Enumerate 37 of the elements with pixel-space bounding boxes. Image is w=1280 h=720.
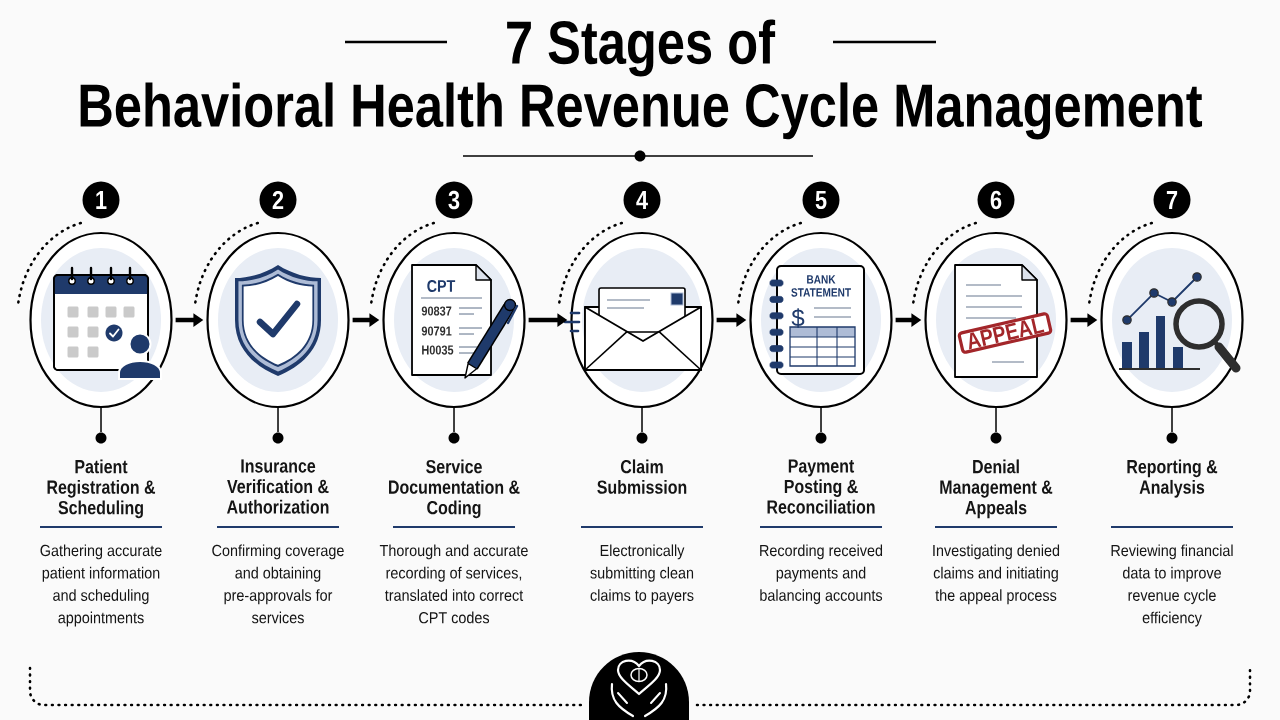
statement-label: BANK STATEMENT: [791, 275, 851, 297]
number-badge: 3: [435, 181, 473, 219]
connector-line: [277, 407, 279, 433]
connector-line: [641, 407, 643, 433]
stage-description: Confirming coverage and obtaining pre-approvals for services: [212, 544, 344, 624]
stage-heading: Claim Submission: [597, 459, 687, 494]
stage-heading: Denial Management & Appeals: [940, 459, 1053, 519]
number-badge: 5: [802, 181, 840, 219]
stage-description: Electronically submitting clean claims to payers: [590, 544, 694, 605]
connector-line: [1171, 407, 1173, 433]
code-label: 90791: [421, 326, 452, 336]
appeal-stamp: APPEAL: [957, 312, 1053, 354]
stage-description: Reviewing financial data to improve revenue cycle efficiency: [1111, 544, 1233, 627]
stage-heading: Reporting & Analysis: [1127, 459, 1218, 498]
connector-line: [100, 407, 102, 433]
connector-line: [453, 407, 455, 433]
stage-heading: Service Documentation & Coding: [389, 459, 520, 519]
stage-circle: [1100, 231, 1244, 409]
connector-line: [820, 407, 822, 433]
stage-description: Recording received payments and balancing accounts: [760, 544, 883, 605]
stage-description: Thorough and accurate recording of services, translated into correct CPT codes: [379, 544, 528, 624]
connector-line: [995, 407, 997, 433]
document-label: CPT: [427, 280, 456, 292]
stage-description: Gathering accurate patient information and scheduling appointments: [40, 544, 162, 627]
stage-description: Investigating denied claims and initiating the appeal process: [933, 544, 1060, 605]
dollar-sign: $: [791, 308, 805, 328]
stage-heading: Insurance Verification & Authorization: [227, 459, 329, 514]
number-badge: 4: [623, 181, 661, 219]
number-badge: 7: [1153, 181, 1191, 219]
code-label: H0035: [422, 345, 454, 355]
title: 7 Stages of Behavioral Health Revenue Cycle Management: [80, 19, 1203, 140]
number-badge: 1: [82, 181, 120, 219]
code-label: 90837: [421, 306, 452, 316]
stage-heading: Payment Posting & Reconciliation: [767, 459, 875, 514]
number-badge: 2: [259, 181, 297, 219]
number-badge: 6: [977, 181, 1015, 219]
stage-heading: Patient Registration & Scheduling: [47, 459, 156, 519]
